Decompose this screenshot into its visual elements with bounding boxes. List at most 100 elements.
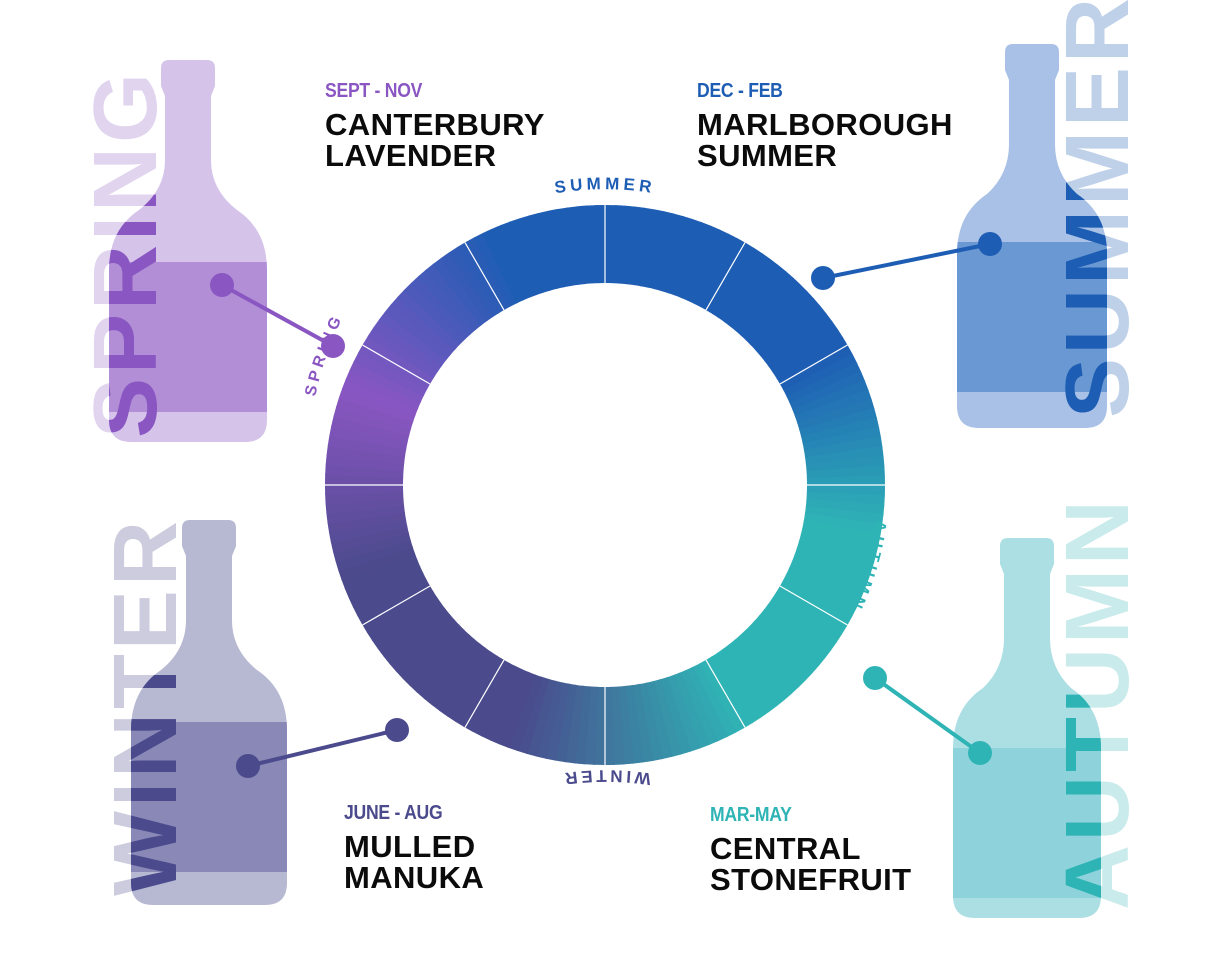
ring-segment [712,247,764,319]
ring-segment [619,205,637,285]
ring-segment [685,666,728,742]
winter-name-line2: MANUKA [344,860,485,895]
ring-segment [507,674,543,752]
ring-segment [525,678,557,757]
ring-segment [500,221,538,298]
summer-name-line1: MARLBOROUGH [697,107,953,142]
autumn-info: MAR-MAY CENTRAL STONEFRUIT [710,804,912,895]
ring-segment [341,378,419,416]
ring-label-winter: WINTER [560,766,652,788]
ring-segment [624,685,644,764]
ring-segment [612,205,627,284]
ring-segment [489,668,530,745]
ring-segment [728,639,785,707]
ring-segment [610,686,625,765]
ring-segment [680,225,721,302]
ring-segment [717,252,772,323]
ring-segment [396,289,461,350]
ring-segment [471,662,517,737]
ring-segment [331,415,410,444]
summer-bottle: SUMMER SUMMER [957,0,1148,428]
ring-segment [395,619,460,680]
ring-segment [791,554,869,592]
ring-segment [710,652,762,724]
ring-segment [660,215,694,294]
winter-connector-dot-ring [385,718,409,742]
ring-segment [631,683,654,763]
ring-segment [356,578,431,625]
ring-segment [775,586,848,636]
ring-segment [759,305,827,362]
ring-segment [755,297,821,357]
ring-segment [805,499,885,517]
autumn-connector-line [873,676,982,755]
ring-segment [349,360,425,403]
ring-segment [640,209,666,288]
ring-segment [353,351,428,397]
ring-segment [723,258,779,327]
ring-segment [564,684,584,764]
ring-segment [779,345,854,392]
ring-segment [338,546,416,581]
ring-segment [345,369,422,410]
autumn-connector-dot-bottle [968,741,992,765]
ring-segment [463,659,511,733]
spring-name-line1: CANTERBURY [325,107,545,142]
winter-connector-line [247,728,398,768]
ring-segment [768,320,839,374]
summer-bottle-liquid [957,242,1107,392]
ring-segment [518,215,551,293]
ring-segment [537,210,565,290]
ring-segment [509,218,544,296]
ring-segment [390,296,456,356]
summer-connector-dot-ring [811,266,835,290]
ring-segment [771,592,843,644]
ring-segment [535,680,564,759]
ring-segment [779,579,853,627]
ring-segment [431,643,487,712]
summer-name: MARLBOROUGH SUMMER [697,109,953,171]
ring-segment [325,490,404,505]
ring-segment [788,560,865,601]
ring-segment [585,205,600,284]
ring-segment [786,362,862,405]
ring-segment [626,206,646,286]
ring-segment [699,237,747,311]
ring-segment [327,511,407,534]
ring-segment [402,624,465,687]
spring-bottle-word: SPRING [76,69,176,438]
ring-segment [704,656,754,729]
ring-segment [776,336,849,386]
ring-segment [764,312,833,368]
ring-segment [805,446,884,466]
ring-segment [389,613,455,673]
ring-segment [328,518,408,544]
ring-segment [745,283,808,346]
ring-segment [326,444,406,464]
ring-segment [446,651,498,723]
ring-segment [326,504,405,524]
ring-divider [705,659,746,728]
ring-segment [799,407,878,438]
ring-segment [698,659,745,734]
ring-segment [372,318,443,373]
ring-segment [803,513,883,536]
season-ring [324,205,885,765]
ring-segment [371,596,442,650]
ring-segment [674,221,712,299]
summer-name-line2: SUMMER [697,138,838,173]
ring-segment [417,269,477,335]
ring-segment [693,233,739,308]
ring-segment [377,602,446,658]
ring-segment [744,625,807,688]
ring-divider [464,242,505,311]
ring-segment [325,463,404,478]
ring-segment [324,483,404,495]
summer-months: DEC - FEB [697,80,783,102]
ring-segment [733,635,793,701]
ring-segment [327,434,407,457]
ring-segment [333,405,412,437]
winter-months: JUNE - AUG [344,802,443,824]
ring-segment [652,679,683,758]
